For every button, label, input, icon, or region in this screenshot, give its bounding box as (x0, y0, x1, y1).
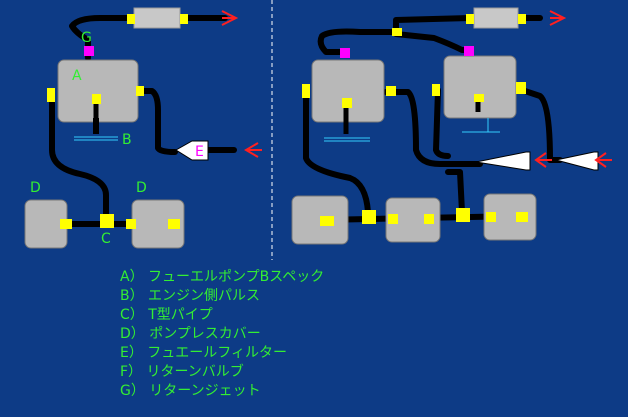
hose-r-pump1-left (303, 89, 371, 215)
label-g: G (81, 30, 92, 46)
fitting (168, 219, 180, 229)
hose-pump-to-filter (137, 88, 178, 155)
right-diagram (291, 7, 612, 245)
fitting (518, 14, 526, 24)
fitting (136, 86, 144, 96)
return-valve-top-right (473, 7, 519, 29)
fitting (362, 210, 376, 224)
hose-r-pump2-left (433, 87, 451, 159)
hose-r-pump2-right (519, 87, 563, 163)
return-jet-r2 (464, 46, 474, 56)
fitting (474, 94, 484, 102)
arrow-out-left (221, 10, 239, 26)
hose-r-tee2 (445, 169, 465, 215)
legend-item-c: C） T型パイプ (120, 307, 213, 323)
fitting (486, 212, 496, 222)
fitting (180, 14, 188, 24)
fuel-filter-e (175, 140, 209, 161)
fitting (516, 212, 528, 222)
return-valve-top-left (133, 7, 181, 29)
label-d2: D (136, 180, 147, 196)
arrow-in-mid (534, 152, 552, 168)
fitting (392, 28, 402, 36)
fitting (466, 14, 474, 24)
fitting (432, 84, 440, 96)
legend-list: A） フューエルポンプBスペック B） エンジン側パルス C） T型パイプ D）… (120, 268, 324, 401)
fitting (386, 86, 396, 96)
hose-pump-to-tee (49, 92, 109, 225)
left-diagram: G A B E D D C (24, 7, 262, 249)
label-b: B (122, 132, 132, 148)
fitting (388, 214, 398, 224)
arrow-out-right (549, 10, 567, 26)
fitting (60, 219, 72, 229)
arrow-in-right (594, 152, 612, 168)
return-jet-r1 (340, 48, 350, 58)
engine-pulse-r2 (462, 118, 500, 133)
hose-r-top (317, 15, 473, 55)
legend-item-e: E） フュエールフィルター (120, 345, 288, 361)
fitting (320, 216, 334, 226)
legend-item-g: G） リターンジェット (120, 383, 261, 399)
return-jet-g (84, 46, 94, 56)
fuel-filter-r1 (475, 151, 531, 171)
fitting (100, 214, 114, 228)
fuel-system-diagram: G A B E D D C (24, 0, 612, 260)
label-c: C (101, 231, 111, 247)
fitting (302, 84, 310, 98)
engine-pulse-b (74, 118, 118, 141)
fitting (424, 214, 434, 224)
fitting (47, 88, 55, 102)
fitting (456, 208, 470, 222)
pumpless-cover-r3 (483, 193, 537, 241)
label-d1: D (30, 180, 41, 196)
engine-pulse-r1 (324, 137, 370, 142)
legend-item-f: F） リターンバルブ (120, 364, 244, 380)
arrow-in-left (244, 142, 262, 158)
legend-item-a: A） フューエルポンプBスペック (120, 269, 325, 285)
hose-jet-to-filter-top (69, 15, 133, 61)
fitting (127, 14, 135, 24)
label-a: A (72, 68, 82, 84)
label-e: E (195, 144, 204, 160)
fitting (516, 82, 526, 94)
fuel-filter-r2 (555, 151, 599, 171)
fitting (126, 219, 136, 229)
hose-r-pump1-right (383, 89, 483, 167)
legend-item-b: B） エンジン側パルス (120, 288, 261, 304)
hose-r-jet2 (393, 31, 473, 53)
fitting (92, 94, 101, 104)
legend-item-d: D） ポンプレスカバー (120, 326, 261, 342)
pumpless-cover-r2 (385, 197, 441, 243)
fitting (342, 98, 352, 108)
